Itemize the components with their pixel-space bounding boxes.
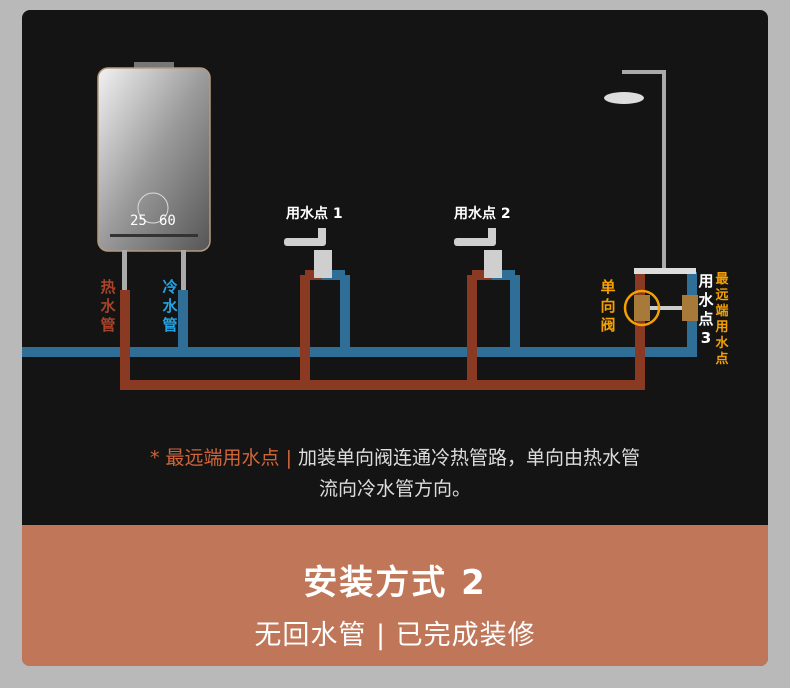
- point-2-label: 用水点 2: [454, 206, 511, 222]
- note-text: * 最远端用水点 | 加装单向阀连通冷热管路，单向由热水管 流向冷水管方向。: [22, 443, 768, 505]
- faucet-1: [284, 228, 332, 278]
- faucet-2: [454, 228, 502, 278]
- water-heater: [97, 62, 211, 252]
- pipe-diagram: 25 60: [22, 62, 698, 390]
- cold-pipe-label: 冷水管: [162, 278, 178, 334]
- note-line-2: 流向冷水管方向。: [318, 478, 471, 500]
- note-line-1: 加装单向阀连通冷热管路，单向由热水管: [291, 447, 641, 469]
- shower: [604, 70, 696, 274]
- point-1-label: 用水点 1: [286, 206, 343, 222]
- valve-highlight-circle: [623, 289, 661, 327]
- farthest-point-label: 最远端用水点: [715, 272, 729, 367]
- heater-display-left: 25: [130, 213, 147, 229]
- footer-title: 安装方式 2: [303, 563, 487, 603]
- installation-card: 25 60: [22, 10, 768, 666]
- hot-pipe-label: 热水管: [100, 278, 116, 334]
- check-valve-label: 单向阀: [600, 278, 616, 334]
- footer-subtitle: 无回水管 | 已完成装修: [254, 620, 536, 651]
- check-valve: [623, 289, 698, 327]
- footer-panel: 安装方式 2 无回水管 | 已完成装修: [22, 525, 768, 666]
- heater-display-right: 60: [159, 213, 176, 229]
- point-3-label: 用水点 3: [698, 272, 714, 347]
- note-prefix: * 最远端用水点 |: [149, 447, 292, 469]
- hot-water-pipe: [120, 270, 645, 390]
